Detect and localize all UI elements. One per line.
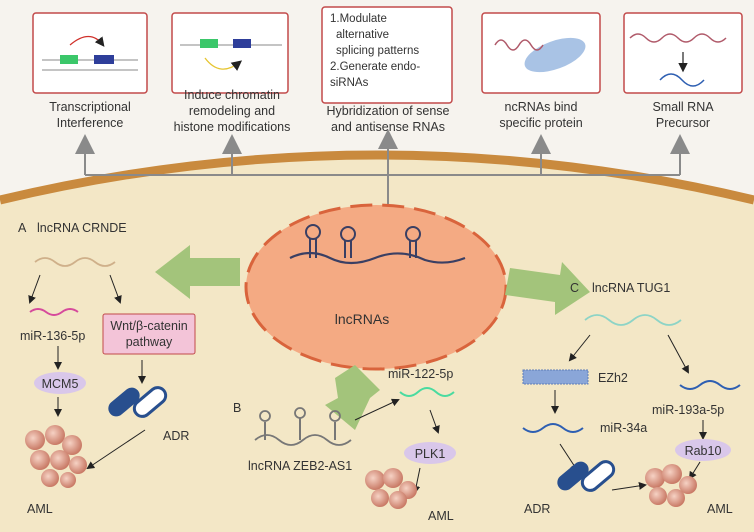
small-rna-label-1: Small RNA bbox=[652, 100, 714, 114]
small-rna-label-2: Precursor bbox=[656, 116, 710, 130]
panel-a-mirna: miR-136-5p bbox=[20, 329, 85, 343]
chromatin-label-1: Induce chromatin bbox=[184, 88, 280, 102]
nucleus-label: lncRNAs bbox=[335, 311, 389, 327]
mechanism-box-transcriptional bbox=[32, 12, 148, 94]
panel-c-letter: C bbox=[570, 281, 579, 295]
hybridization-box-text: 1.Modulate alternative splicing patterns… bbox=[330, 13, 420, 89]
hyb-box-line-2: alternative bbox=[336, 29, 389, 41]
chromatin-label-2: remodeling and bbox=[189, 104, 275, 118]
panel-b-outcome: AML bbox=[428, 509, 454, 523]
chromatin-label-3: histone modifications bbox=[174, 120, 291, 134]
nucleus: lncRNAs bbox=[244, 203, 508, 371]
cell-cluster-b bbox=[365, 468, 417, 509]
hyb-box-line-5: siRNAs bbox=[330, 77, 369, 89]
hyb-box-line-3: splicing patterns bbox=[336, 45, 419, 57]
protein-label-2: specific protein bbox=[499, 116, 582, 130]
hyb-box-line-4: 2.Generate endo- bbox=[330, 61, 420, 73]
panel-b-title: lncRNA ZEB2-AS1 bbox=[248, 459, 352, 473]
green-arrow-c bbox=[505, 262, 590, 315]
mechanism-box-hybridization bbox=[321, 6, 453, 104]
panel-a-target: MCM5 bbox=[42, 377, 79, 391]
panel-b-mirna: miR-122-5p bbox=[388, 367, 453, 381]
cell-cluster-c bbox=[645, 464, 697, 507]
panel-a-drug: ADR bbox=[163, 429, 189, 443]
panel-b: B lncRNA ZEB2-AS1 miR-122-5p PLK1 AML bbox=[233, 367, 456, 523]
adr-capsule-c bbox=[557, 460, 616, 492]
top-connector bbox=[75, 129, 690, 222]
protein-label-1: ncRNAs bind bbox=[505, 100, 578, 114]
panel-a-pathway-1: Wnt/β-catenin bbox=[110, 319, 187, 333]
panel-a-pathway-2: pathway bbox=[126, 335, 173, 349]
panel-c-outcome: AML bbox=[707, 502, 733, 516]
mechanism-box-chromatin bbox=[171, 12, 289, 94]
mechanism-box-protein bbox=[481, 12, 601, 94]
panel-a-outcome: AML bbox=[27, 502, 53, 516]
transcriptional-label-1: Transcriptional bbox=[49, 100, 131, 114]
panel-c-mirna2: miR-193a-5p bbox=[652, 403, 724, 417]
hybridization-label-1: Hybridization of sense bbox=[327, 104, 450, 118]
panel-b-target: PLK1 bbox=[415, 447, 446, 461]
panel-c-enzyme: EZh2 bbox=[598, 371, 628, 385]
hybridization-label-2: and antisense RNAs bbox=[331, 120, 445, 134]
panel-a: A lncRNA CRNDE miR-136-5p Wnt/β-catenin … bbox=[18, 221, 196, 516]
hyb-box-line-1: 1.Modulate bbox=[330, 13, 387, 25]
panel-c: C lncRNA TUG1 EZh2 miR-193a-5p miR-34a R… bbox=[522, 281, 741, 516]
panel-a-title: lncRNA CRNDE bbox=[37, 221, 127, 235]
panel-c-target: Rab10 bbox=[685, 444, 722, 458]
transcriptional-label-2: Interference bbox=[57, 116, 124, 130]
mechanism-box-small-rna bbox=[623, 12, 743, 94]
cell-membrane bbox=[0, 150, 754, 205]
panel-b-letter: B bbox=[233, 401, 241, 415]
cell-cluster-a bbox=[25, 425, 87, 488]
panel-a-letter: A bbox=[18, 221, 27, 235]
panel-c-drug: ADR bbox=[524, 502, 550, 516]
adr-capsule-a bbox=[108, 386, 168, 418]
green-arrow-a bbox=[155, 245, 240, 299]
panel-c-title: lncRNA TUG1 bbox=[592, 281, 670, 295]
panel-c-mirna1: miR-34a bbox=[600, 421, 647, 435]
top-labels: Transcriptional Interference Induce chro… bbox=[49, 88, 714, 134]
